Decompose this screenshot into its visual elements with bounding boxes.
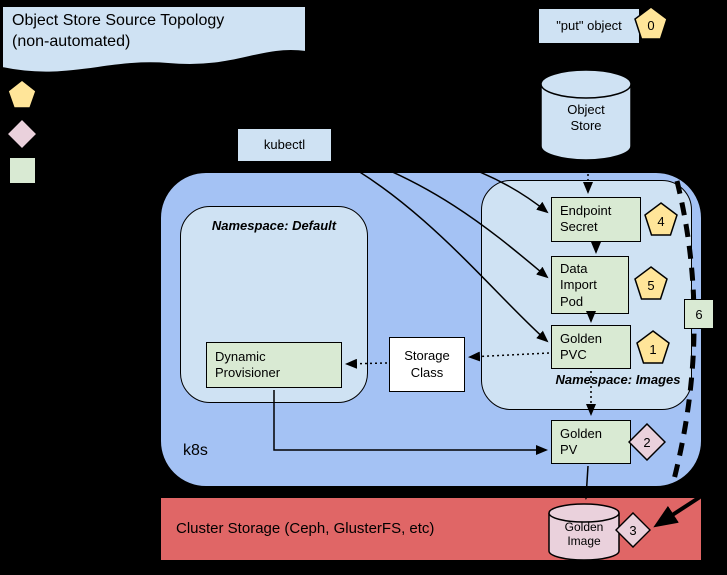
data-import-pod-box: Data Import Pod bbox=[551, 256, 629, 314]
golden-pvc-box: Golden PVC bbox=[551, 325, 631, 369]
step-badge-4: 4 bbox=[644, 202, 678, 236]
cluster-storage-label: Cluster Storage (Ceph, GlusterFS, etc) bbox=[176, 520, 435, 537]
step-number-2: 2 bbox=[643, 434, 651, 450]
golden-image-cylinder bbox=[548, 503, 620, 561]
golden-pvc-text: Golden PVC bbox=[560, 331, 602, 363]
dynamic-provisioner-text: Dynamic Provisioner bbox=[215, 349, 281, 381]
endpoint-secret-text: Endpoint Secret bbox=[560, 203, 612, 235]
page-title: Object Store Source Topology (non-automa… bbox=[12, 11, 224, 53]
step-number-0: 0 bbox=[647, 18, 655, 33]
legend-pentagon-icon bbox=[7, 79, 37, 109]
golden-image-label: Golden Image bbox=[548, 516, 620, 552]
put-object-text: "put" object bbox=[556, 17, 622, 33]
step-number-3: 3 bbox=[629, 522, 637, 538]
step-badge-2: 2 bbox=[628, 423, 666, 461]
step-number-5: 5 bbox=[647, 278, 655, 293]
step-number-1: 1 bbox=[649, 342, 657, 357]
namespace-default-label: Namespace: Default bbox=[211, 218, 337, 233]
golden-image-text: Golden Image bbox=[564, 519, 604, 548]
object-store-cylinder bbox=[540, 69, 632, 161]
page-title-line1: Object Store Source Topology bbox=[12, 12, 225, 29]
kubectl-text: kubectl bbox=[263, 136, 306, 152]
step-badge-0: 0 bbox=[634, 6, 668, 40]
step-badge-1: 1 bbox=[636, 330, 670, 364]
golden-pv-text: Golden PV bbox=[560, 426, 602, 458]
legend-diamond-icon bbox=[6, 118, 38, 150]
namespace-images-label: Namespace: Images bbox=[555, 372, 681, 387]
kubectl-label: kubectl bbox=[237, 128, 332, 162]
k8s-label: k8s bbox=[183, 442, 208, 459]
step-badge-6: 6 bbox=[684, 299, 714, 329]
object-store-text: Object Store bbox=[567, 101, 605, 133]
storage-class-text: Storage Class bbox=[404, 348, 450, 380]
put-object-label: "put" object bbox=[538, 8, 640, 44]
storage-class-box: Storage Class bbox=[389, 337, 465, 392]
step-badge-3: 3 bbox=[615, 512, 651, 548]
data-import-pod-text: Data Import Pod bbox=[560, 261, 597, 309]
step-number-4: 4 bbox=[657, 214, 665, 229]
legend-square-icon bbox=[9, 157, 36, 184]
step-badge-5: 5 bbox=[634, 266, 668, 300]
object-store-label: Object Store bbox=[540, 96, 632, 140]
page-title-line2: (non-automated) bbox=[12, 32, 131, 50]
golden-pv-box: Golden PV bbox=[551, 420, 631, 464]
title-banner-shape bbox=[1, 5, 307, 74]
endpoint-secret-box: Endpoint Secret bbox=[551, 197, 641, 242]
dynamic-provisioner-box: Dynamic Provisioner bbox=[206, 342, 342, 388]
step-number-6: 6 bbox=[695, 306, 703, 322]
